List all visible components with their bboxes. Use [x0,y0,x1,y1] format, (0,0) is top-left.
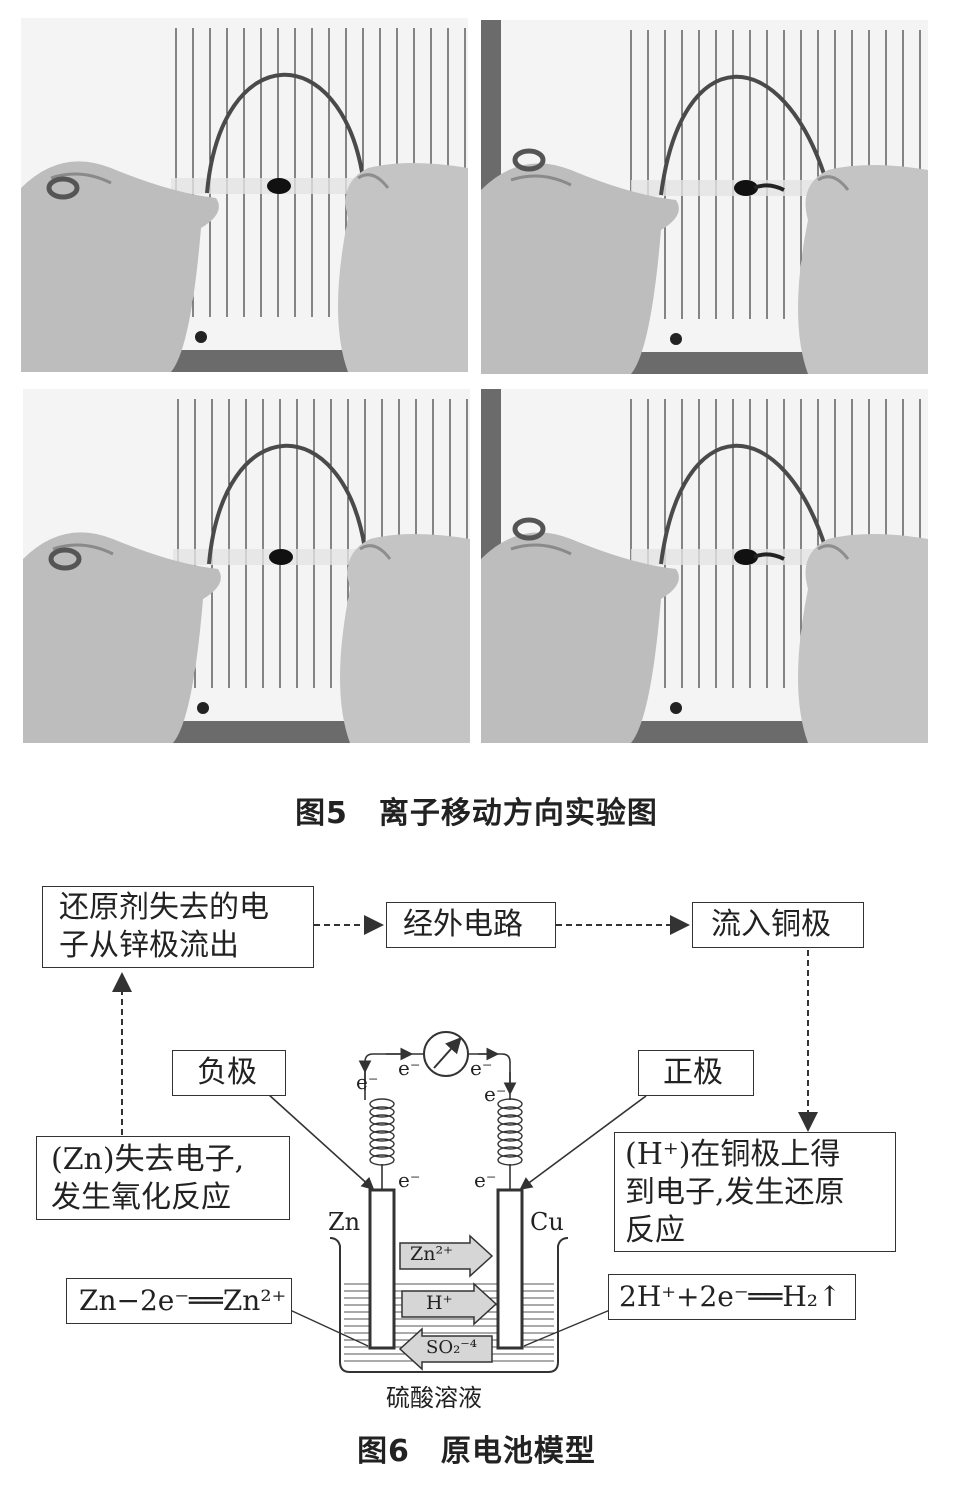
photo-panel-bottom-left [23,389,470,743]
zinc-electrode [368,1188,396,1350]
external-wire-right [468,1053,511,1100]
ion-label-zn: Zn²⁺ [410,1243,454,1265]
electron-label-cu-top: e⁻ [474,1168,497,1192]
galvanometer-needle [433,1037,462,1069]
copper-electrode [496,1188,524,1350]
coil-loop [369,1114,395,1126]
coil-loop [369,1130,395,1142]
pointer-positive [519,1095,647,1190]
zn-equation-box: Zn−2e⁻══Zn²⁺ [66,1278,292,1324]
h-reduction-box: (H⁺)在铜极上得 到电子,发生还原 反应 [614,1132,896,1252]
coil-loop [497,1122,523,1134]
figure5-caption: 图5 离子移动方向实验图 [295,796,658,831]
photo-panel-top-left [21,18,468,372]
ion-label-so4: SO₂⁻⁴ [426,1337,478,1358]
zn-ion-arrow [399,1234,494,1278]
coil-loop [497,1138,523,1150]
electron-label-top-left: e⁻ [398,1056,421,1080]
electrode-label-cu: Cu [530,1208,564,1236]
coil-left [369,1098,395,1166]
pointer-zn-eq [289,1309,369,1347]
coil-loop [497,1130,523,1142]
into-copper-box: 流入铜极 [692,902,864,948]
coil-loop [497,1146,523,1158]
electron-label-right-wire: e⁻ [484,1082,507,1106]
coil-loop [369,1098,395,1110]
h-ion-arrow [401,1282,498,1326]
figure6-caption: 图6 原电池模型 [357,1434,596,1469]
coil-loop [497,1106,523,1118]
ion-label-h: H⁺ [426,1292,453,1314]
zn-oxidation-box: (Zn)失去电子, 发生氧化反应 [36,1136,290,1220]
negative-pole-box: 负极 [172,1050,286,1096]
coil-loop [369,1146,395,1158]
solution-label: 硫酸溶液 [386,1384,482,1412]
photo-panel-bottom-right [481,389,928,743]
coil-loop [497,1114,523,1126]
electron-label-zn-top: e⁻ [398,1168,421,1192]
h-equation-box: 2H⁺+2e⁻══H₂↑ [608,1274,856,1320]
external-circuit-box: 经外电路 [386,902,556,948]
coil-loop [369,1106,395,1118]
positive-pole-box: 正极 [638,1050,754,1096]
coil-loop [369,1122,395,1134]
electron-label-top-right: e⁻ [470,1056,493,1080]
beaker [329,1237,569,1373]
pointer-negative [267,1093,375,1191]
so4-ion-arrow [398,1327,493,1371]
reductant-box: 还原剂失去的电 子从锌极流出 [42,886,314,968]
coil-right [497,1098,523,1166]
photo-panel-top-right [481,20,928,374]
coil-loop [497,1098,523,1110]
coil-loop [369,1138,395,1150]
pointer-h-eq [523,1309,611,1347]
electrode-label-zn: Zn [328,1208,361,1236]
electron-label-left-wire: e⁻ [356,1070,379,1094]
